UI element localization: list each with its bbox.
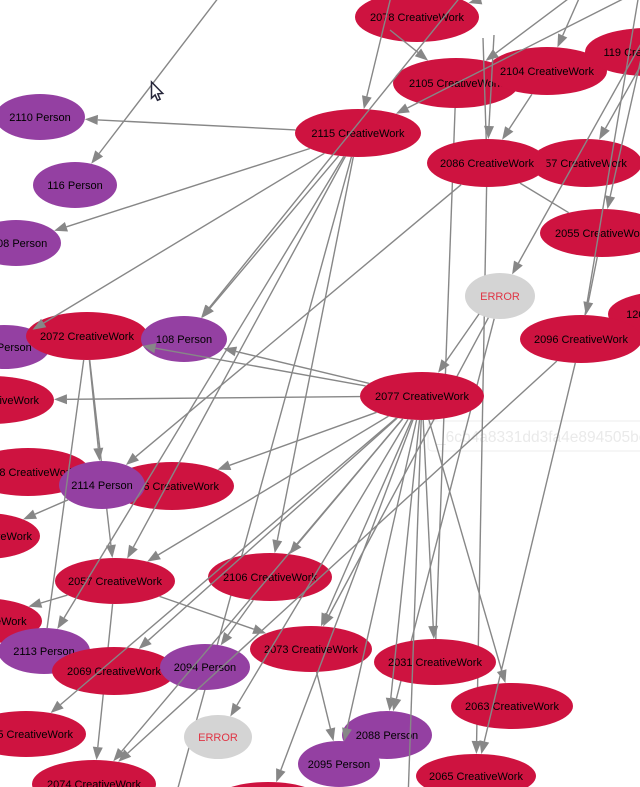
svg-text:2072 CreativeWork: 2072 CreativeWork [40,331,134,343]
svg-text:2058 CreativeWork: 2058 CreativeWork [0,467,75,479]
svg-text:2073 CreativeWork: 2073 CreativeWork [264,644,358,656]
svg-text:ERROR: ERROR [198,732,238,744]
svg-text:119 CreativeWork: 119 CreativeWork [603,47,640,59]
svg-text:2031 CreativeWork: 2031 CreativeWork [388,657,482,669]
svg-text:2103 CreativeWork: 2103 CreativeWork [0,395,39,407]
svg-text:2109 CreativeWork: 2109 CreativeWork [0,531,32,543]
svg-text:2110 Person: 2110 Person [9,112,71,124]
svg-text:2057 CreativeWork: 2057 CreativeWork [68,576,162,588]
svg-text:2069 CreativeWork: 2069 CreativeWork [67,666,161,678]
svg-text:2088 Person: 2088 Person [356,730,418,742]
svg-text:2077 CreativeWork: 2077 CreativeWork [375,391,469,403]
svg-text:2104 CreativeWork: 2104 CreativeWork [500,66,594,78]
svg-text:2074 CreativeWork: 2074 CreativeWork [47,779,141,787]
svg-text:2075 CreativeWork: 2075 CreativeWork [0,729,73,741]
svg-text:2063 CreativeWork: 2063 CreativeWork [465,701,559,713]
svg-text:2113 Person: 2113 Person [13,646,75,658]
svg-text:2055 CreativeWork: 2055 CreativeWork [555,228,640,240]
svg-text:2106 CreativeWork: 2106 CreativeWork [223,572,317,584]
svg-text:117 Person: 117 Person [0,342,32,354]
svg-text:2114 Person: 2114 Person [71,480,133,492]
svg-text:2096 CreativeWork: 2096 CreativeWork [534,334,628,346]
svg-text:ERROR: ERROR [480,291,520,303]
svg-text:2112 CreativeWork: 2112 CreativeWork [0,616,27,628]
svg-text:2108 Person: 2108 Person [0,238,47,250]
svg-text:2094 Person: 2094 Person [174,662,236,674]
svg-text:2086 CreativeWork: 2086 CreativeWork [440,158,534,170]
svg-text:108 Person: 108 Person [156,334,212,346]
svg-text:120 CreativeWork: 120 CreativeWork [626,309,640,321]
svg-text:2095 Person: 2095 Person [308,759,370,771]
svg-text:57 CreativeWork: 57 CreativeWork [545,158,627,170]
svg-text:2056 CreativeWork: 2056 CreativeWork [125,481,219,493]
svg-text:_6cb4a8331dd3fa4e894505be1: _6cb4a8331dd3fa4e894505be1 [436,429,640,446]
svg-text:2115 CreativeWork: 2115 CreativeWork [311,128,405,140]
svg-text:2065 CreativeWork: 2065 CreativeWork [429,771,523,783]
svg-text:116 Person: 116 Person [47,180,102,192]
